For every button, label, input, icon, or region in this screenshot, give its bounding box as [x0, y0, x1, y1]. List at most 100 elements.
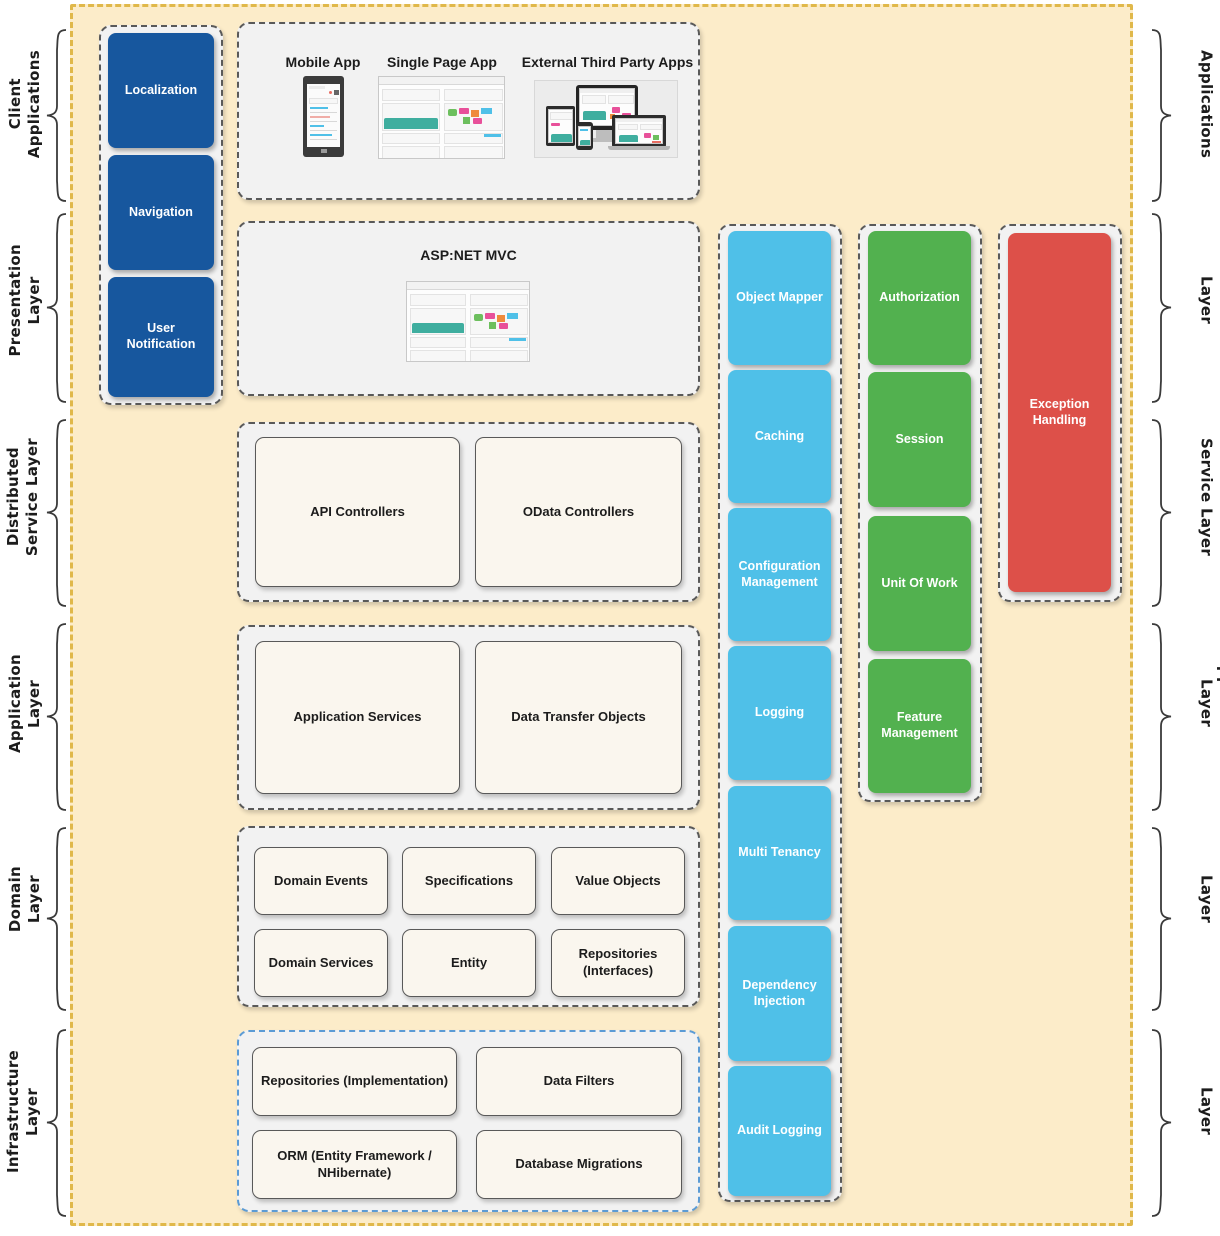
tile-label: Configuration Management: [738, 558, 821, 589]
map-blob: [463, 117, 470, 124]
box-label: OData Controllers: [522, 503, 635, 519]
widget: [582, 95, 606, 104]
tile-label: Audit Logging: [737, 1123, 822, 1138]
widget: [640, 124, 662, 130]
tile-label: Dependency Injection: [742, 977, 817, 1008]
box-domain-events[interactable]: Domain Events: [254, 847, 388, 915]
tile-unit-of-work[interactable]: Unit Of Work: [868, 516, 971, 651]
tile-exception-handling[interactable]: Exception Handling: [1008, 233, 1111, 592]
tile-label: Caching: [754, 428, 805, 443]
badge: [509, 338, 526, 341]
tile-object-mapper[interactable]: Object Mapper: [728, 231, 831, 365]
brace-label: Distributed Service Layer: [4, 438, 41, 557]
map-blob: [497, 315, 505, 322]
box-specifications[interactable]: Specifications: [402, 847, 536, 915]
tile-session[interactable]: Session: [868, 372, 971, 507]
box-label: API Controllers: [310, 503, 405, 519]
brace-icon: [46, 213, 67, 403]
tile-label: Object Mapper: [736, 290, 823, 305]
brace-label: Distributed Service Layer: [1197, 438, 1220, 557]
tile-label: Exception Handling: [1029, 396, 1090, 427]
aspnet-mvc-title: ASP:NET MVC: [420, 247, 517, 263]
box-api-controllers[interactable]: API Controllers: [255, 437, 460, 587]
phone-line: [310, 112, 337, 113]
map-blob: [644, 133, 651, 138]
caption-mobile-app: Mobile App: [285, 54, 361, 70]
brace-icon: [46, 29, 67, 202]
box-label: Repositories (Interfaces): [578, 946, 658, 978]
box-value-objects[interactable]: Value Objects: [551, 847, 685, 915]
box-repositories-interfaces[interactable]: Repositories (Interfaces): [551, 929, 685, 997]
left-brace-infrastructure-layer: Infrastructure Layer: [4, 1028, 104, 1218]
tile-configuration-management[interactable]: Configuration Management: [728, 508, 831, 641]
phone-bar-a: [310, 107, 328, 109]
left-brace-client-applications: Client Applications: [6, 28, 104, 203]
area-chart: [551, 134, 572, 142]
toolbar: [616, 119, 662, 122]
box-label: Data Filters: [543, 1073, 615, 1089]
browser-toolbar: [379, 77, 504, 84]
widget-table: [444, 146, 503, 158]
map-blob: [481, 108, 492, 114]
widget: [444, 89, 503, 101]
area-chart: [384, 118, 438, 129]
box-odata-controllers[interactable]: OData Controllers: [475, 437, 682, 587]
tile-authorization[interactable]: Authorization: [868, 231, 971, 365]
box-label: Domain Services: [268, 954, 374, 970]
phone-bar-c: [310, 125, 324, 127]
box-repositories-implementation[interactable]: Repositories (Implementation): [252, 1047, 457, 1116]
toolbar: [580, 89, 634, 93]
brace-label: Application Layer: [6, 654, 43, 753]
box-domain-services[interactable]: Domain Services: [254, 929, 388, 997]
brace-icon: [46, 1029, 67, 1217]
box-entity[interactable]: Entity: [402, 929, 536, 997]
box-application-services[interactable]: Application Services: [255, 641, 460, 794]
tile-label: Session: [895, 431, 944, 446]
tile-label: Authorization: [879, 290, 960, 305]
brace-icon: [46, 827, 67, 1011]
box-label: ORM (Entity Framework / NHibernate): [277, 1147, 432, 1180]
phone-dot: [329, 91, 332, 94]
box-data-transfer-objects[interactable]: Data Transfer Objects: [475, 641, 682, 794]
right-brace-application-layer: Application Layer: [1148, 622, 1220, 812]
widget: [618, 124, 638, 130]
tile-multi-tenancy[interactable]: Multi Tenancy: [728, 786, 831, 920]
map-blob: [489, 322, 496, 329]
box-label: Repositories (Implementation): [260, 1073, 449, 1089]
map-blob: [459, 108, 469, 114]
brace-label: Presentation Layer: [6, 244, 43, 357]
browser-toolbar: [407, 282, 529, 289]
tile-user-notification[interactable]: User Notification: [108, 277, 214, 397]
tile-label: Multi Tenancy: [738, 845, 821, 860]
widget: [470, 294, 528, 306]
map-blob: [473, 118, 482, 124]
monitor-base: [588, 138, 626, 142]
map-blob: [612, 107, 620, 113]
phone-bar-b: [310, 116, 330, 118]
tile-feature-management[interactable]: Feature Management: [868, 659, 971, 793]
tile-navigation[interactable]: Navigation: [108, 155, 214, 270]
tile-caching[interactable]: Caching: [728, 370, 831, 503]
phone-line: [310, 121, 337, 122]
laptop-screen: [615, 118, 663, 144]
tile-dependency-injection[interactable]: Dependency Injection: [728, 926, 831, 1061]
phone-bar-d: [310, 134, 332, 136]
brace-icon: [1151, 827, 1172, 1011]
tile-label: Localization: [124, 82, 198, 97]
smartphone-screen: [578, 126, 591, 146]
box-orm[interactable]: ORM (Entity Framework / NHibernate): [252, 1130, 457, 1199]
widget-table: [470, 350, 528, 361]
box-database-migrations[interactable]: Database Migrations: [476, 1130, 682, 1199]
brace-label: Presentation Layer: [1197, 244, 1220, 357]
brace-icon: [1151, 1029, 1172, 1217]
right-brace-distributed-service-layer: Distributed Service Layer: [1148, 418, 1220, 608]
accent: [551, 123, 560, 126]
tile-logging[interactable]: Logging: [728, 646, 831, 780]
brace-label: Domain Layer: [1197, 866, 1220, 933]
box-data-filters[interactable]: Data Filters: [476, 1047, 682, 1116]
box-label: Specifications: [424, 872, 514, 888]
phone-line: [310, 139, 337, 140]
tile-audit-logging[interactable]: Audit Logging: [728, 1066, 831, 1196]
tile-localization[interactable]: Localization: [108, 33, 214, 148]
brace-label: Infrastructure Layer: [4, 1050, 41, 1173]
